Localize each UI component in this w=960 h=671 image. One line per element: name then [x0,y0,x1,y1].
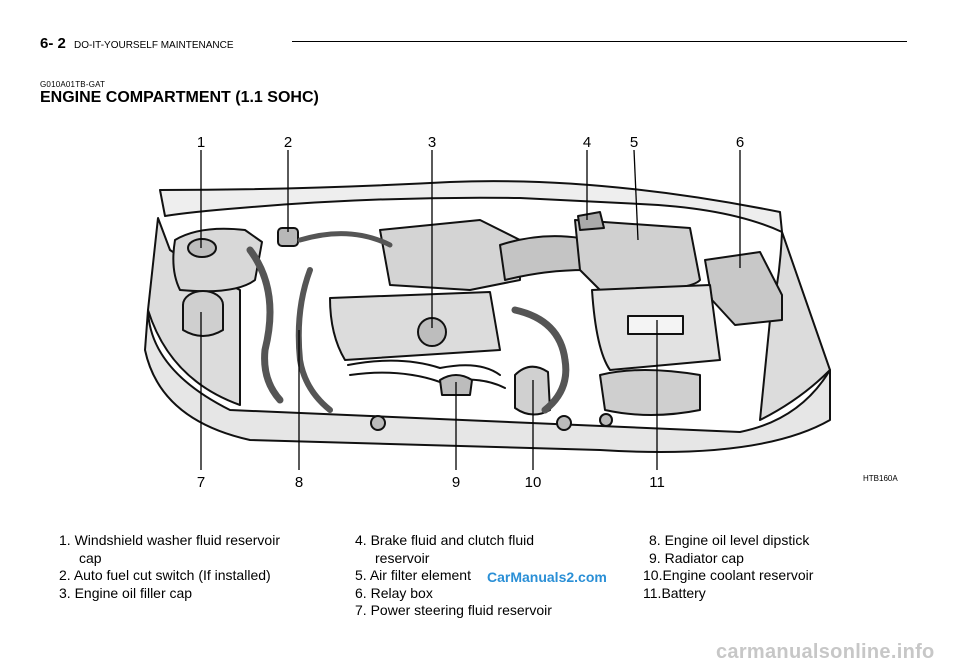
figure-code: HTB160A [863,474,898,483]
legend-item-10: 10.Engine coolant reservoir [643,567,814,584]
legend-item-7: 7. Power steering fluid reservoir [355,602,552,619]
legend-item-3: 3. Engine oil filler cap [59,584,193,601]
engine-compartment-illustration [144,149,831,470]
brake-reservoir [577,211,605,231]
legend-item-4: 4. Brake fluid and clutch fluid [355,532,535,548]
intake-duct [499,235,586,281]
battery-tray [599,369,701,416]
callout-8: 8 [294,474,304,491]
legend-item-11: 11.Battery [643,584,706,601]
washer-reservoir [172,227,263,293]
section-title: DO-IT-YOURSELF MAINTENANCE [74,40,234,51]
hose-top [297,231,393,248]
legend-item-4-cont: reservoir [375,549,430,566]
section-header: 6- 2 DO-IT-YOURSELF MAINTENANCE [40,35,234,52]
leader-lines [200,149,741,470]
relay-box [704,251,783,326]
legend-item-6: 6. Relay box [355,584,433,601]
legend-item-9: 9. Radiator cap [649,549,744,566]
front-panel [144,309,831,453]
callout-9: 9 [451,474,461,491]
legend-item-1: 1. Windshield washer fluid reservoir [59,532,280,548]
section-number: 6- 2 [40,35,66,52]
intake-manifold [379,219,521,291]
watermark-carmanualsonline: carmanualsonline.info [716,641,935,663]
legend-item-1-cont: cap [79,549,102,566]
callout-10: 10 [524,474,542,491]
callout-11: 11 [649,474,665,491]
callout-7: 7 [196,474,206,491]
washer-cap [187,238,217,258]
callout-3: 3 [427,134,437,151]
legend-item-2: 2. Auto fuel cut switch (If installed) [59,567,271,584]
callout-2: 2 [283,134,293,151]
valve-cover [329,291,501,361]
legend-item-5: 5. Air filter element [355,567,471,584]
callout-5: 5 [629,134,639,151]
hose-left [246,246,284,404]
callout-6: 6 [735,134,745,151]
watermark-carmanuals2[interactable]: CarManuals2.com [487,569,607,585]
legend-column-3: 8. Engine oil level dipstick 9. Radiator… [643,532,813,602]
hose-right [511,306,570,414]
document-code: G010A01TB-GAT [40,80,106,89]
hood-outline [159,180,783,233]
callout-4: 4 [582,134,592,151]
legend-column-2: 4. Brake fluid and clutch fluid reservoi… [355,532,552,620]
page-title: ENGINE COMPARTMENT (1.1 SOHC) [40,89,319,106]
legend-item-8: 8. Engine oil level dipstick [649,532,810,548]
plug-wires [347,359,501,376]
legend-column-1: 1. Windshield washer fluid reservoir cap… [59,532,280,602]
right-fender [759,231,831,421]
hose-mid [295,267,333,413]
callout-1: 1 [196,134,206,151]
header-rule [292,41,907,42]
